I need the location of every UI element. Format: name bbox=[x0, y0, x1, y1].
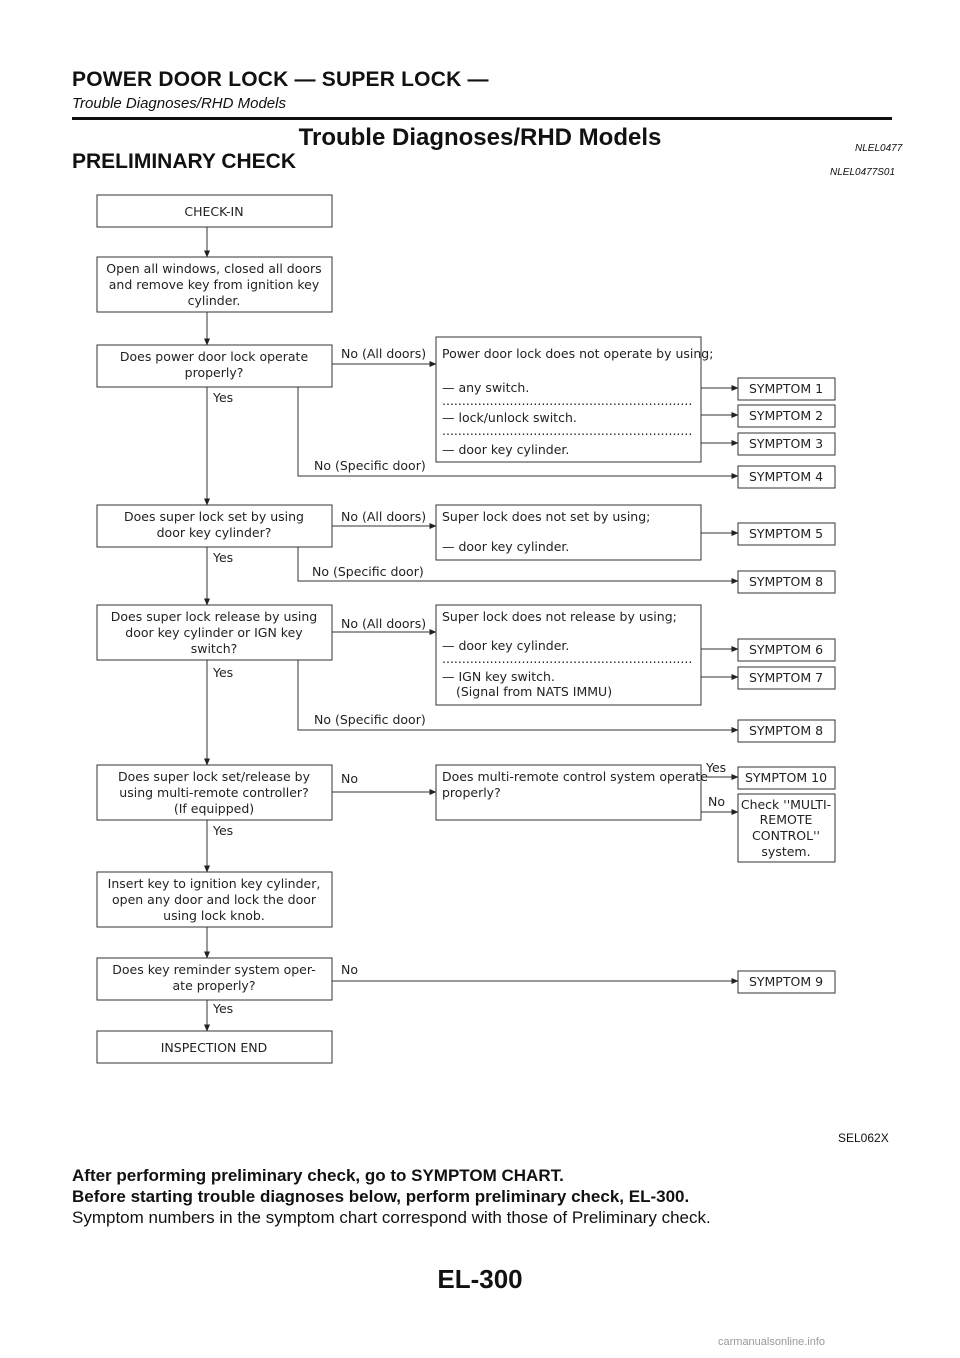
step-5-line-2: door key cylinder or IGN key bbox=[125, 625, 303, 640]
step-5-line-1: Does super lock release by using bbox=[111, 609, 317, 624]
label-yes-1: Yes bbox=[212, 390, 233, 405]
detail-1-dotted-2: ........................................… bbox=[442, 423, 692, 438]
detail-3-line-3: — IGN key switch. bbox=[442, 669, 555, 684]
step-4-line-2: door key cylinder? bbox=[157, 525, 272, 540]
detail-1-line-2: — any switch. bbox=[442, 380, 529, 395]
check-line-2: REMOTE bbox=[760, 812, 813, 827]
detail-1-dotted-1: ........................................… bbox=[442, 393, 692, 408]
detail-1-line-4: — door key cylinder. bbox=[442, 442, 569, 457]
section-title: Trouble Diagnoses/RHD Models bbox=[298, 124, 662, 151]
detail-4-line-2: properly? bbox=[442, 785, 501, 800]
label-yes-3: Yes bbox=[212, 665, 233, 680]
step-3-line-1: Does power door lock operate bbox=[120, 349, 309, 364]
step-8-line-1: Does key reminder system oper- bbox=[112, 962, 315, 977]
step-box-power-door-lock bbox=[96, 344, 333, 388]
detail-1-line-1: Power door lock does not operate by usin… bbox=[442, 346, 713, 361]
detail-box-power-door-lock bbox=[435, 336, 702, 463]
detail-3-dotted: ........................................… bbox=[442, 651, 692, 666]
step-5-line-3: switch? bbox=[191, 641, 238, 656]
watermark: carmanualsonline.info bbox=[718, 1336, 826, 1348]
step-2-line-1: Open all windows, closed all doors bbox=[106, 261, 321, 276]
step-box-open-windows bbox=[96, 256, 333, 313]
label-yes-2: Yes bbox=[212, 550, 233, 565]
label-yes-multi: Yes bbox=[705, 760, 726, 775]
symptom-9-label: SYMPTOM 9 bbox=[749, 974, 823, 989]
section-code: NLEL0477 bbox=[855, 143, 903, 154]
header-title: POWER DOOR LOCK — SUPER LOCK — bbox=[72, 68, 489, 91]
check-line-1: Check ''MULTI- bbox=[741, 797, 831, 812]
page-number: EL-300 bbox=[437, 1264, 523, 1294]
symptom-3-label: SYMPTOM 3 bbox=[749, 436, 823, 451]
section-heading-code: NLEL0477S01 bbox=[830, 167, 896, 178]
label-no-all-3: No (All doors) bbox=[341, 616, 426, 631]
detail-3-line-1: Super lock does not release by using; bbox=[442, 609, 677, 624]
detail-4-line-1: Does multi-remote control system operate bbox=[442, 769, 708, 784]
detail-1-line-3: — lock/unlock switch. bbox=[442, 410, 577, 425]
label-yes-4: Yes bbox=[212, 823, 233, 838]
step-7-line-2: open any door and lock the door bbox=[112, 892, 317, 907]
step-2-line-3: cylinder. bbox=[188, 293, 241, 308]
label-no-all-2: No (All doors) bbox=[341, 509, 426, 524]
detail-3-line-4: (Signal from NATS IMMU) bbox=[456, 684, 612, 699]
label-no-multi-check: No bbox=[708, 794, 725, 809]
symptom-8b-label: SYMPTOM 8 bbox=[749, 723, 823, 738]
step-3-line-2: properly? bbox=[185, 365, 244, 380]
symptom-1-label: SYMPTOM 1 bbox=[749, 381, 823, 396]
symptom-8a-label: SYMPTOM 8 bbox=[749, 574, 823, 589]
symptom-5-label: SYMPTOM 5 bbox=[749, 526, 823, 541]
paragraph-3: Symptom numbers in the symptom chart cor… bbox=[72, 1208, 711, 1227]
label-no-reminder: No bbox=[341, 962, 358, 977]
label-no-specific-1: No (Specific door) bbox=[314, 458, 426, 473]
detail-2-line-2: — door key cylinder. bbox=[442, 539, 569, 554]
step-6-line-2: using multi-remote controller? bbox=[119, 785, 308, 800]
step-7-line-1: Insert key to ignition key cylinder, bbox=[108, 876, 321, 891]
step-box-insert-key bbox=[96, 871, 333, 928]
section-heading: PRELIMINARY CHECK bbox=[72, 150, 297, 173]
step-4-line-1: Does super lock set by using bbox=[124, 509, 304, 524]
paragraph-2: Before starting trouble diagnoses below,… bbox=[72, 1187, 690, 1206]
symptom-6-label: SYMPTOM 6 bbox=[749, 642, 823, 657]
step-box-check-in bbox=[96, 194, 333, 228]
symptom-7-label: SYMPTOM 7 bbox=[749, 670, 823, 685]
step-1-line-1: CHECK-IN bbox=[184, 204, 243, 219]
step-6-line-1: Does super lock set/release by bbox=[118, 769, 311, 784]
symptom-2-label: SYMPTOM 2 bbox=[749, 408, 823, 423]
figure-id: SEL062X bbox=[838, 1131, 889, 1145]
header-rule bbox=[72, 117, 892, 120]
check-line-4: system. bbox=[761, 844, 810, 859]
step-box-inspection-end bbox=[96, 1030, 333, 1064]
header-subtitle: Trouble Diagnoses/RHD Models bbox=[72, 95, 286, 112]
step-9-line-1: INSPECTION END bbox=[161, 1040, 268, 1055]
paragraph-1: After performing preliminary check, go t… bbox=[72, 1166, 564, 1185]
detail-3-line-2: — door key cylinder. bbox=[442, 638, 569, 653]
label-no-specific-3: No (Specific door) bbox=[314, 712, 426, 727]
label-no-all-1: No (All doors) bbox=[341, 346, 426, 361]
step-box-key-reminder bbox=[96, 957, 333, 1001]
step-6-line-3: (If equipped) bbox=[174, 801, 254, 816]
label-no-specific-2: No (Specific door) bbox=[312, 564, 424, 579]
step-7-line-3: using lock knob. bbox=[163, 908, 265, 923]
symptom-10-label: SYMPTOM 10 bbox=[745, 770, 827, 785]
detail-box-super-lock-release bbox=[435, 604, 702, 706]
check-line-3: CONTROL'' bbox=[752, 828, 820, 843]
detail-2-line-1: Super lock does not set by using; bbox=[442, 509, 650, 524]
label-no-multi: No bbox=[341, 771, 358, 786]
symptom-4-label: SYMPTOM 4 bbox=[749, 469, 823, 484]
step-2-line-2: and remove key from ignition key bbox=[109, 277, 320, 292]
check-box-multi-remote bbox=[737, 793, 836, 863]
step-8-line-2: ate properly? bbox=[173, 978, 256, 993]
label-yes-5: Yes bbox=[212, 1001, 233, 1016]
